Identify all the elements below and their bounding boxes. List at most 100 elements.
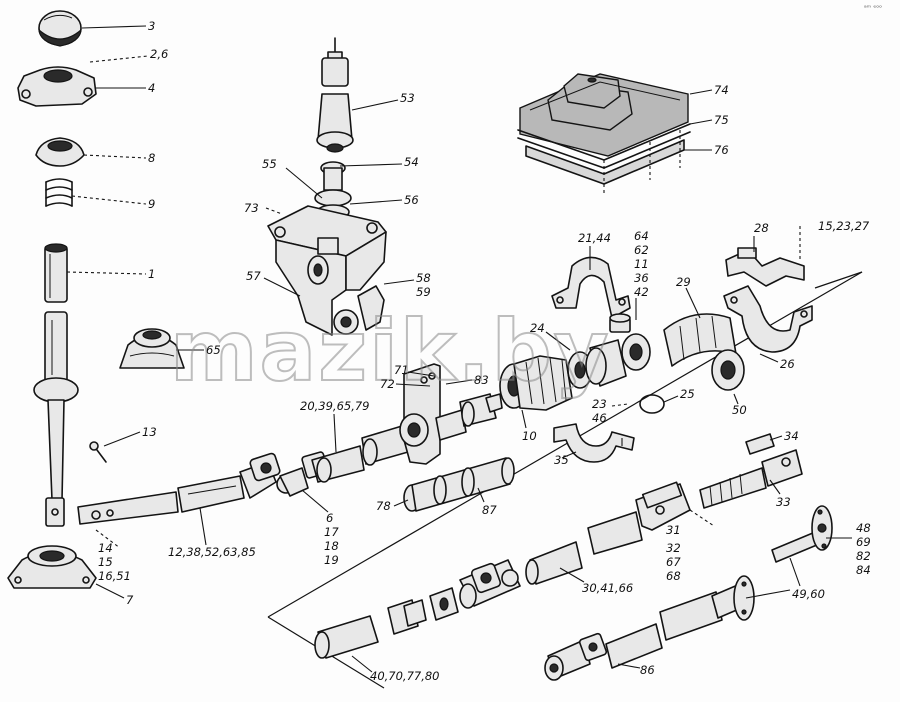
callout-label: 9 bbox=[148, 197, 155, 211]
callout-label: 50 bbox=[732, 403, 747, 417]
callout-label: 13 bbox=[142, 425, 157, 439]
leader-lines bbox=[66, 25, 852, 673]
callout-label: 72 bbox=[380, 377, 395, 391]
rubber-bush-part bbox=[585, 333, 665, 414]
mount-bracket-upper-part bbox=[725, 247, 805, 287]
callout-label: 31 bbox=[666, 523, 681, 537]
callout-label: 49,60 bbox=[792, 587, 825, 601]
callout-label: 11 bbox=[634, 257, 649, 271]
callout-label: 87 bbox=[482, 503, 497, 517]
gear-lever-part bbox=[33, 311, 79, 527]
gear-knob-part bbox=[38, 10, 82, 47]
callout-label: 29 bbox=[676, 275, 691, 289]
callout-label: 20,39,65,79 bbox=[300, 399, 370, 413]
yoke-shaft-part bbox=[525, 541, 583, 585]
mounting-bracket-part bbox=[399, 363, 441, 465]
callout-label: 12,38,52,63,85 bbox=[168, 545, 256, 559]
spring-cup-part bbox=[35, 137, 85, 167]
callout-label: 57 bbox=[246, 269, 261, 283]
callout-label: 54 bbox=[404, 155, 419, 169]
callout-label: 62 bbox=[634, 243, 649, 257]
callout-label: 17 bbox=[324, 525, 339, 539]
callout-label: 21,44 bbox=[578, 231, 611, 245]
shift-tower-part bbox=[267, 161, 387, 336]
lower-housing-part bbox=[7, 545, 97, 589]
callout-label: 73 bbox=[244, 201, 259, 215]
rubber-mount-part bbox=[663, 313, 745, 391]
callout-label: 58 bbox=[416, 271, 431, 285]
callout-label: 84 bbox=[856, 563, 871, 577]
callout-label: 56 bbox=[404, 193, 419, 207]
callout-label: 67 bbox=[666, 555, 681, 569]
callout-label: 25 bbox=[680, 387, 695, 401]
corner-mark: ᵃᵐ ᵉᵒᵒ bbox=[864, 4, 882, 12]
callout-label: 33 bbox=[776, 495, 791, 509]
bolt-nut-part bbox=[609, 313, 631, 333]
callout-label: 15 bbox=[98, 555, 113, 569]
callout-label: 71 bbox=[394, 363, 409, 377]
callout-label: 26 bbox=[780, 357, 795, 371]
gaiter-part bbox=[119, 328, 185, 369]
saddle-clamp-top-part bbox=[551, 256, 631, 319]
callout-label: 86 bbox=[640, 663, 655, 677]
callout-label: 3 bbox=[148, 19, 155, 33]
callout-label: 10 bbox=[522, 429, 537, 443]
callout-labels: 3 2,6 4 8 9 1 65 13 14 15 16,51 7 12,38,… bbox=[98, 19, 871, 683]
callout-label: 30,41,66 bbox=[582, 581, 633, 595]
sleeve-tube-part bbox=[403, 457, 515, 512]
callout-label: 59 bbox=[416, 285, 431, 299]
spring-part bbox=[45, 178, 73, 207]
callout-label: 1 bbox=[148, 267, 155, 281]
coupling-shaft-part bbox=[311, 425, 409, 483]
mount-bracket-lower-part bbox=[723, 285, 813, 353]
callout-label: 69 bbox=[856, 535, 871, 549]
pivot-pin-part bbox=[89, 441, 107, 463]
callout-label: 74 bbox=[714, 83, 729, 97]
callout-label: 48 bbox=[856, 521, 871, 535]
callout-label: 75 bbox=[714, 113, 729, 127]
callout-label: 65 bbox=[206, 343, 221, 357]
callout-label: 34 bbox=[784, 429, 799, 443]
callout-label: 16,51 bbox=[98, 569, 131, 583]
callout-label: 53 bbox=[400, 91, 415, 105]
flange-stud-part bbox=[771, 505, 833, 563]
callout-label: 4 bbox=[148, 81, 155, 95]
callout-label: 55 bbox=[262, 157, 277, 171]
callout-label: 8 bbox=[148, 151, 155, 165]
callout-label: 68 bbox=[666, 569, 681, 583]
clevis-shaft-part bbox=[587, 481, 691, 555]
callout-label: 2,6 bbox=[150, 47, 168, 61]
flange-shaft-part bbox=[659, 575, 755, 641]
callout-label: 76 bbox=[714, 143, 729, 157]
callout-label: 24 bbox=[530, 321, 545, 335]
universal-joint-lower-part bbox=[544, 623, 663, 681]
callout-label: 42 bbox=[634, 285, 649, 299]
bushing-stack-part bbox=[314, 587, 459, 659]
callout-label: 19 bbox=[324, 553, 339, 567]
lever-stub-part bbox=[316, 37, 354, 153]
rod-end-part bbox=[699, 433, 803, 509]
callout-label: 64 bbox=[634, 229, 649, 243]
callout-label: 46 bbox=[592, 411, 607, 425]
callout-label: 7 bbox=[126, 593, 134, 607]
selector-rod-part bbox=[77, 475, 245, 525]
rubber-boot-part bbox=[499, 351, 593, 411]
callout-label: 23 bbox=[592, 397, 607, 411]
callout-label: 15,23,27 bbox=[818, 219, 870, 233]
foam-pad-part bbox=[519, 73, 689, 157]
callout-label: 36 bbox=[634, 271, 649, 285]
watermark: mazik.by bbox=[170, 302, 611, 400]
bracket-bushings-part bbox=[435, 393, 503, 441]
callout-label: 28 bbox=[754, 221, 769, 235]
callout-label: 78 bbox=[376, 499, 391, 513]
callout-label: 6 bbox=[326, 511, 333, 525]
callout-label: 83 bbox=[474, 373, 489, 387]
boot-retainer-part bbox=[17, 66, 97, 107]
callout-label: 32 bbox=[666, 541, 681, 555]
bushing-part bbox=[44, 243, 68, 303]
callout-label: 35 bbox=[554, 453, 569, 467]
callout-label: 40,70,77,80 bbox=[370, 669, 440, 683]
callout-label: 18 bbox=[324, 539, 339, 553]
